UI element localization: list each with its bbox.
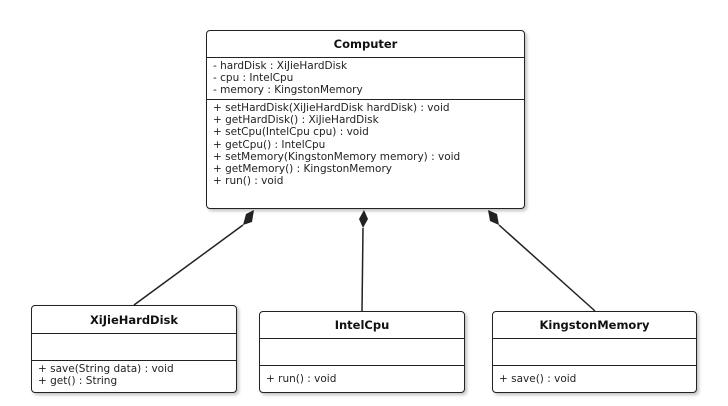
operation: + save(String data) : void [38, 363, 174, 375]
composition-diamond [488, 210, 499, 225]
attributes-section [32, 334, 236, 361]
class-name: Computer [207, 31, 524, 58]
attribute: - hardDisk : XiJieHardDisk [213, 60, 348, 72]
attributes-section: - hardDisk : XiJieHardDisk - cpu : Intel… [207, 58, 524, 100]
composition-diamond [359, 210, 368, 228]
attributes-section [260, 339, 464, 366]
class-name: IntelCpu [260, 312, 464, 339]
attribute: - cpu : IntelCpu [213, 72, 294, 85]
operation: + setMemory(KingstonMemory memory) : voi… [213, 150, 461, 163]
operation: + save() : void [499, 373, 577, 385]
composition-line [133, 224, 244, 306]
class-name: XiJieHardDisk [32, 306, 236, 334]
operation: + get() : String [38, 375, 118, 388]
operation: + run() : void [266, 373, 337, 385]
operation: + setCpu(IntelCpu cpu) : void [213, 126, 369, 139]
operation: + setHardDisk(XiJieHardDisk hardDisk) : … [213, 102, 450, 114]
class-intel-cpu: IntelCpu + run() : void [259, 311, 465, 393]
operations-section: + setHardDisk(XiJieHardDisk hardDisk) : … [207, 100, 524, 208]
operation: + getMemory() : KingstonMemory [213, 163, 392, 176]
class-xijie-hard-disk: XiJieHardDisk + save(String data) : void… [31, 305, 237, 393]
composition-computer-mem [488, 210, 596, 312]
class-kingston-memory: KingstonMemory + save() : void [492, 311, 697, 393]
attribute: - memory : KingstonMemory [213, 84, 363, 97]
operations-section: + run() : void [260, 366, 464, 392]
composition-computer-hdd [133, 210, 254, 306]
operation: + getHardDisk() : XiJieHardDisk [213, 114, 379, 127]
attributes-section [493, 339, 696, 366]
operation: + run() : void [213, 175, 284, 188]
class-name: KingstonMemory [493, 312, 696, 339]
class-computer: Computer - hardDisk : XiJieHardDisk - cp… [206, 30, 525, 209]
operations-section: + save(String data) : void + get() : Str… [32, 361, 236, 392]
operations-section: + save() : void [493, 366, 696, 392]
composition-diamond [243, 210, 254, 225]
composition-line [498, 224, 596, 312]
composition-computer-cpu [359, 210, 368, 312]
operation: + getCpu() : IntelCpu [213, 138, 326, 151]
composition-line [361, 227, 364, 312]
